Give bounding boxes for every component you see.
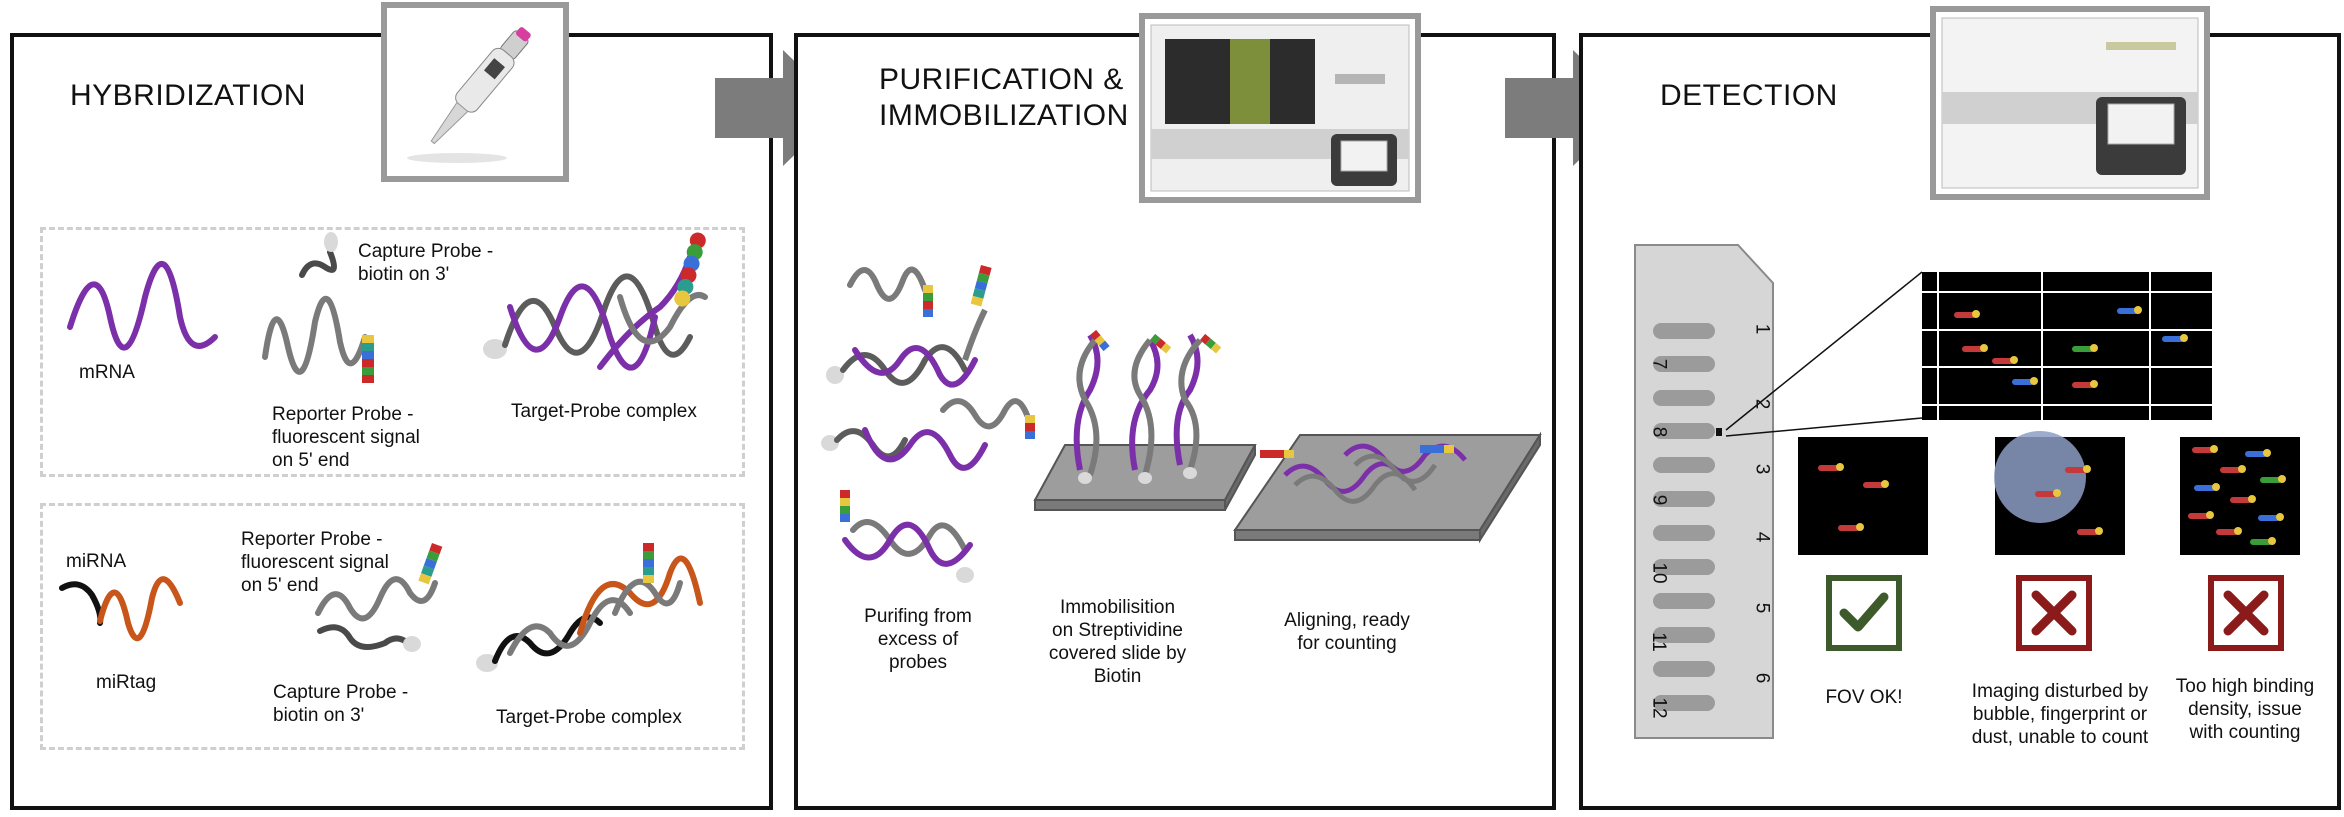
lane-label: 6 bbox=[1751, 672, 1773, 684]
lane-label: 5 bbox=[1751, 602, 1773, 614]
purification-drawing bbox=[821, 265, 1542, 583]
lane-label: 8 bbox=[1648, 426, 1670, 438]
fov-bubble-image bbox=[1994, 431, 2125, 555]
mirna-hybridization-drawing bbox=[59, 543, 703, 672]
fov-ok-image bbox=[1798, 437, 1928, 555]
fov-density-label: Too high binding density, issue with cou… bbox=[2175, 676, 2315, 743]
reporter-barcode bbox=[362, 335, 374, 383]
mrna-hybridization-drawing bbox=[67, 232, 708, 383]
cross-icon bbox=[2208, 575, 2284, 651]
immobilize-step-label: Immobilisition on Streptividine covered … bbox=[1048, 597, 1187, 687]
purification-title: PURIFICATION & IMMOBILIZATION bbox=[879, 63, 1129, 132]
mrna-label: mRNA bbox=[79, 362, 135, 383]
fov-grid-image bbox=[1922, 272, 2212, 420]
fov-ok-label: FOV OK! bbox=[1825, 687, 1903, 708]
target-probe-complex-label: Target-Probe complex bbox=[511, 401, 697, 422]
mirtag-strand bbox=[97, 576, 183, 642]
sample-cartridge bbox=[1634, 244, 1774, 739]
mirna-label: miRNA bbox=[66, 551, 127, 572]
lane-label: 7 bbox=[1648, 358, 1670, 370]
fov-density-image bbox=[2180, 437, 2300, 555]
align-step-label: Aligning, ready for counting bbox=[1284, 610, 1410, 654]
lane-label: 10 bbox=[1648, 562, 1670, 584]
mirna-target-probe-complex-label: Target-Probe complex bbox=[496, 707, 682, 728]
mirna-hybridization-box bbox=[40, 503, 745, 750]
fov-bubble-label: Imaging disturbed by bubble, fingerprint… bbox=[1971, 681, 2149, 748]
lane-label: 11 bbox=[1647, 632, 1669, 652]
mirna-capture-probe-label: Capture Probe - biotin on 3' bbox=[273, 682, 409, 726]
hybridization-title: HYBRIDIZATION bbox=[70, 79, 306, 112]
mrna-hybridization-box bbox=[40, 227, 745, 477]
mrna-strand bbox=[67, 261, 218, 351]
zoom-lines bbox=[1725, 271, 1923, 437]
detection-title: DETECTION bbox=[1660, 79, 1838, 112]
prep-station-image bbox=[1139, 13, 1421, 203]
mirtag-label: miRtag bbox=[96, 672, 157, 693]
lane-label: 12 bbox=[1648, 697, 1670, 719]
lane-label: 9 bbox=[1648, 494, 1670, 506]
purify-step-label: Purifing from excess of probes bbox=[864, 606, 972, 673]
reporter-probe-label: Reporter Probe - fluorescent signal on 5… bbox=[272, 404, 420, 471]
capture-probe-label: Capture Probe - biotin on 3' bbox=[358, 241, 494, 285]
pipette-image bbox=[381, 2, 569, 182]
mirna-strand bbox=[59, 581, 104, 626]
digital-analyzer-image bbox=[1930, 6, 2210, 200]
lane-label: 4 bbox=[1751, 531, 1773, 543]
mirna-reporter-probe-label: Reporter Probe - fluorescent signal on 5… bbox=[241, 529, 389, 596]
cross-icon bbox=[2016, 575, 2092, 651]
checkmark-icon bbox=[1826, 575, 1902, 651]
capture-probe-strand bbox=[299, 249, 337, 278]
reporter-probe-strand bbox=[262, 295, 368, 375]
